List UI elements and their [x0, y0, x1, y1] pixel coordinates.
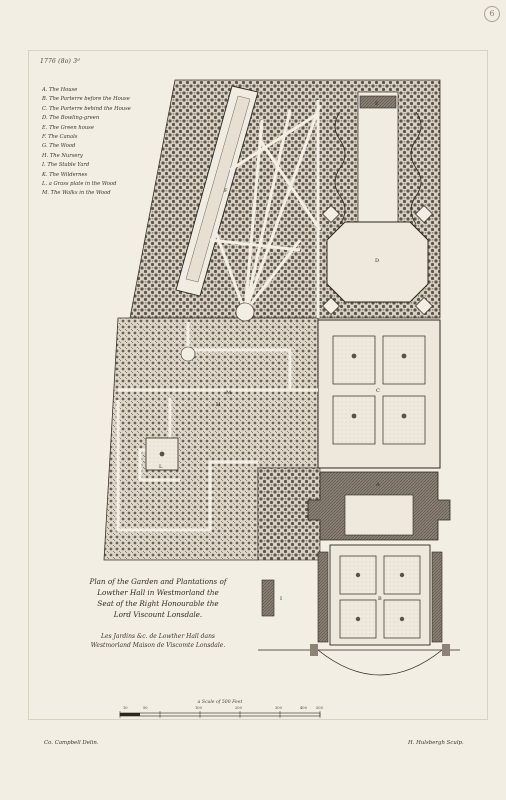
- scale-tick-label: 500: [316, 706, 323, 710]
- credit-delineator: Co. Campbell Delin.: [44, 740, 99, 746]
- forecourt-wings: [317, 551, 443, 643]
- plate-mark: [28, 50, 488, 720]
- label-green-house: E: [375, 101, 379, 107]
- plan-title: Plan of the Garden and Plantations of Lo…: [58, 576, 258, 620]
- bowling-green: [326, 221, 429, 303]
- forecourt-approach: [317, 649, 443, 676]
- label-parterre-front: B: [378, 596, 382, 602]
- wood-rond-point: [180, 346, 196, 362]
- scale-tick-label: 400: [300, 706, 307, 710]
- scale-label: a Scale of 500 Feet: [197, 700, 243, 705]
- legend-item: K. The Wildernes: [42, 171, 88, 178]
- scale-tick-label: 300: [275, 706, 282, 710]
- serpentine-borders: [334, 111, 422, 225]
- legend-item: E. The Green house: [42, 124, 94, 131]
- legend-item: C. The Parterre behind the House: [42, 105, 131, 112]
- label-parterre-back: C: [376, 388, 380, 394]
- title-line: Plan of the Garden and Plantations of: [89, 577, 227, 586]
- label-bowling-green: D: [375, 258, 379, 264]
- walk-rond-point: [235, 302, 255, 322]
- legend-item: L. a Grass plate in the Wood: [42, 181, 117, 188]
- legend-item: G. The Wood: [42, 143, 76, 150]
- legend-item: F. The Canals: [42, 134, 78, 141]
- legend-item: I. The Stable Yard: [42, 162, 90, 169]
- scale-tick-label: 10: [123, 706, 128, 710]
- legend-item: A. The House: [42, 87, 78, 93]
- legend-item: M. The Walks in the Wood: [42, 190, 111, 197]
- scale-tick-label: 50: [143, 706, 148, 710]
- subtitle-line: Les Jardins &c. de Lowther Hall dans: [100, 633, 216, 640]
- green-house: [359, 95, 397, 109]
- label-nursery: H: [216, 402, 221, 408]
- title-line: Lord Viscount Lonsdale.: [113, 610, 203, 619]
- forecourt-pier-right: [442, 644, 450, 656]
- scale-bar: [119, 711, 321, 718]
- page-number-stamp: 6: [484, 6, 500, 22]
- title-line: Seat of the Right Honourable the: [97, 599, 219, 608]
- plan-subtitle-french: Les Jardins &c. de Lowther Hall dans Wes…: [58, 632, 258, 650]
- house-court: [344, 494, 414, 536]
- canal-inner: [185, 95, 251, 283]
- parterre-c-beds: [332, 335, 426, 445]
- scale-tick-label: 200: [235, 706, 242, 710]
- label-grass-plate: L: [159, 464, 163, 470]
- label-house: A: [375, 482, 380, 488]
- label-canal: F: [224, 188, 228, 194]
- reference-code: 1776 (8o) 3ᵈ: [40, 58, 80, 65]
- stable-yard: [261, 579, 275, 617]
- title-line: Lowther Hall in Westmorland the: [97, 588, 219, 597]
- scale-tick-label: 100: [195, 706, 202, 710]
- bowling-green-pavilions: [322, 205, 433, 315]
- radiating-walks: [209, 100, 322, 318]
- wood-walks: [116, 322, 318, 532]
- forecourt-pier-left: [310, 644, 318, 656]
- subtitle-line: Westmorland Maison de Viscomte Lonsdale.: [90, 642, 226, 649]
- legend-item: H. The Nursery: [42, 152, 83, 159]
- legend-item: B. The Parterre before the House: [42, 96, 130, 103]
- parterre-b-statues: [355, 572, 405, 622]
- legend-item: D. The Bowling-green: [42, 115, 100, 122]
- parterre-c-statues: [351, 353, 407, 419]
- credit-engraver: H. Hulsbergh Sculp.: [408, 740, 464, 746]
- label-stable-yard: I: [280, 596, 282, 602]
- label-walks: M: [226, 390, 231, 396]
- grass-plate-statue: [159, 451, 165, 457]
- legend: A. The House B. The Parterre before the H…: [42, 86, 177, 199]
